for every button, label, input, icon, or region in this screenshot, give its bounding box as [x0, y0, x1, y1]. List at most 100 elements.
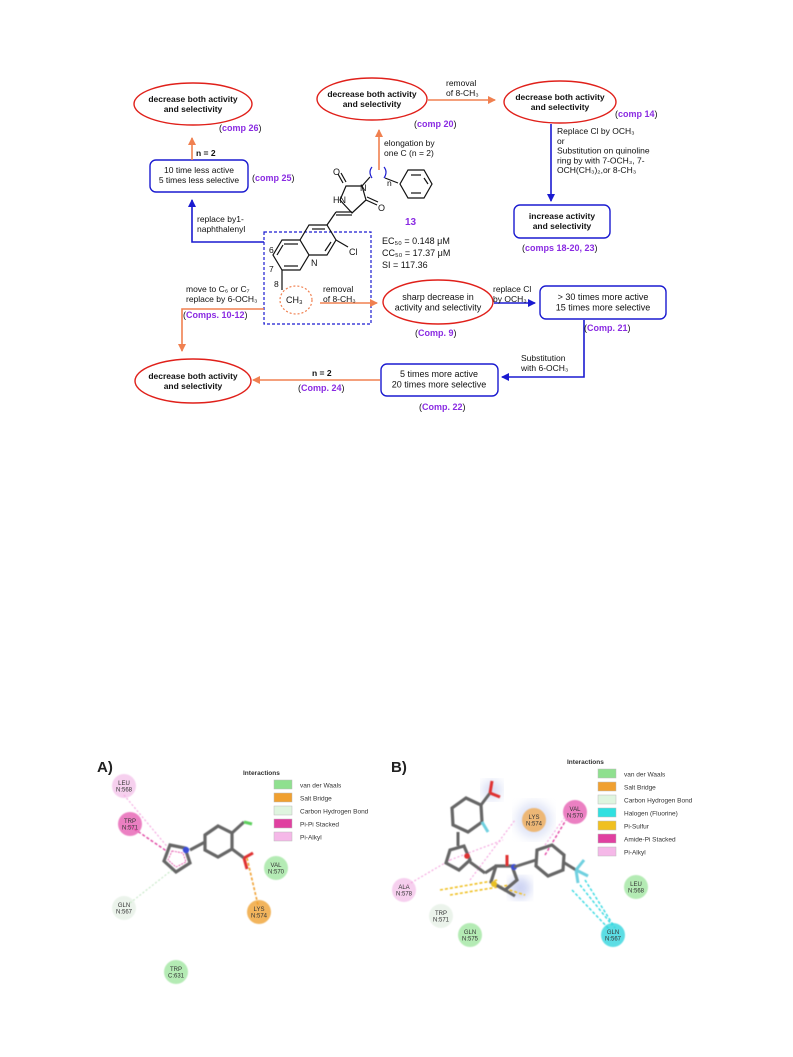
panel-b-label: B): [391, 759, 407, 776]
ref-comps-10-12-label: Comps. 10-12: [186, 310, 245, 320]
residue-bubble: [247, 900, 271, 924]
label-naphthalenyl-line: replace by1-: [197, 214, 244, 224]
residue-label-line: C:631: [168, 974, 185, 980]
legend-swatch: [597, 768, 617, 779]
residue-bubble: [458, 923, 482, 947]
ref-comp-26: (comp 26): [219, 123, 262, 133]
atom-cl: Cl: [349, 247, 358, 257]
legend-label: Salt Bridge: [624, 785, 656, 792]
legend-label: van der Waals: [624, 772, 666, 779]
residue-label-line: N:567: [116, 910, 133, 916]
oval-decrease-top-mid-text-line: decrease both activity: [327, 89, 417, 99]
oval-decrease-bottom-left: [134, 358, 252, 404]
label-replace-cl-sub-line: or: [557, 136, 565, 146]
atom-ch3: CH₃: [286, 295, 303, 305]
residue-label-line: N:578: [396, 892, 413, 898]
ref-comp-24-label: Comp. 24: [301, 383, 342, 393]
oval-sharp-decrease-text-line: sharp decrease in: [402, 292, 474, 302]
box-comp-25-text-line: 5 times less selective: [159, 175, 240, 185]
furan-o-atom: [464, 853, 470, 859]
pos-6: 6: [269, 245, 274, 255]
legend-label: Carbon Hydrogen Bond: [624, 798, 693, 805]
label-removal-mid-line: of 8-CH₃: [323, 294, 356, 304]
label-substitution-line: Substitution: [521, 353, 566, 363]
legend-swatch: [597, 846, 617, 857]
legend-label: Salt Bridge: [300, 796, 332, 803]
label-removal-top-line: removal: [446, 78, 476, 88]
legend-label: Pi-Alkyl: [300, 835, 322, 842]
panel-b-legend-title: Interactions: [567, 759, 604, 766]
arrow-naphthalenyl: [188, 199, 264, 243]
arrow-move-to: [178, 308, 264, 352]
residue-bubble: [601, 923, 625, 947]
residue-label-line: N:571: [122, 826, 139, 832]
box-comp-22-text-line: 5 times more active: [400, 369, 478, 379]
legend-label: Pi-Alkyl: [624, 850, 646, 857]
ref-comp-14-label: comp 14: [618, 109, 655, 119]
legend-swatch: [273, 805, 293, 816]
residue-label-line: N:571: [433, 918, 450, 924]
ref-comps-18-23-label: comps 18-20, 23: [525, 243, 595, 253]
legend-label: Halogen (Fluorine): [624, 811, 678, 818]
si-value: SI = 117.36: [382, 260, 428, 270]
label-replace-cl-sub-line: Replace Cl by OCH₃: [557, 126, 635, 136]
ref-comp-22-label: Comp. 22: [422, 402, 463, 412]
amide-pi-line: [544, 819, 567, 856]
residue-label-line: LYS: [529, 815, 540, 821]
legend-swatch: [597, 833, 617, 844]
residue-bubble: [112, 774, 136, 798]
residue-label-line: N:568: [116, 788, 133, 794]
legend-label: Amide-Pi Stacked: [624, 837, 676, 844]
residue-bubble: [429, 904, 453, 928]
ch3-highlight-circle: [279, 285, 313, 315]
residue-bubble: [563, 800, 587, 824]
ref-comp-20: (comp 20): [414, 119, 457, 129]
oval-sharp-decrease-text-line: activity and selectivity: [395, 302, 482, 312]
panel-a-label: A): [97, 759, 113, 776]
residue-label-line: GLN: [607, 930, 619, 936]
residue-label-line: N:570: [567, 814, 584, 820]
label-elongation-line: one C (n = 2): [384, 148, 434, 158]
oval-decrease-top-left-text-line: and selectivity: [164, 104, 223, 114]
ref-comp-9-label: Comp. 9: [418, 328, 454, 338]
ref-comp-14: (comp 14): [615, 109, 658, 119]
atom-o1: O: [333, 167, 340, 177]
box-comp-21-text-line: 15 times more selective: [556, 302, 651, 312]
label-n2-upper: n = 2: [196, 148, 216, 158]
salt-bridge-line: [246, 857, 259, 906]
label-move-to-line: move to C₆ or C₇: [186, 284, 250, 294]
residue-label-line: VAL: [570, 807, 582, 813]
oval-decrease-top-right-text-line: decrease both activity: [515, 92, 605, 102]
residue-label-line: TRP: [435, 911, 447, 917]
box-comp-25: [149, 159, 249, 193]
panel-a-ligand: [123, 794, 259, 906]
label-replace-cl-line: by OCH₃: [493, 294, 527, 304]
oval-decrease-top-left: [133, 82, 253, 126]
residue-bubble: [624, 875, 648, 899]
residue-label-line: N:570: [268, 870, 285, 876]
label-elongation-line: elongation by: [384, 138, 435, 148]
legend-swatch: [273, 831, 293, 842]
ch-bond-line: [129, 869, 173, 904]
s-atom: [491, 881, 497, 887]
box-increase: [513, 204, 611, 239]
pos-7: 7: [269, 264, 274, 274]
box-increase-text-line: increase activity: [529, 211, 595, 221]
